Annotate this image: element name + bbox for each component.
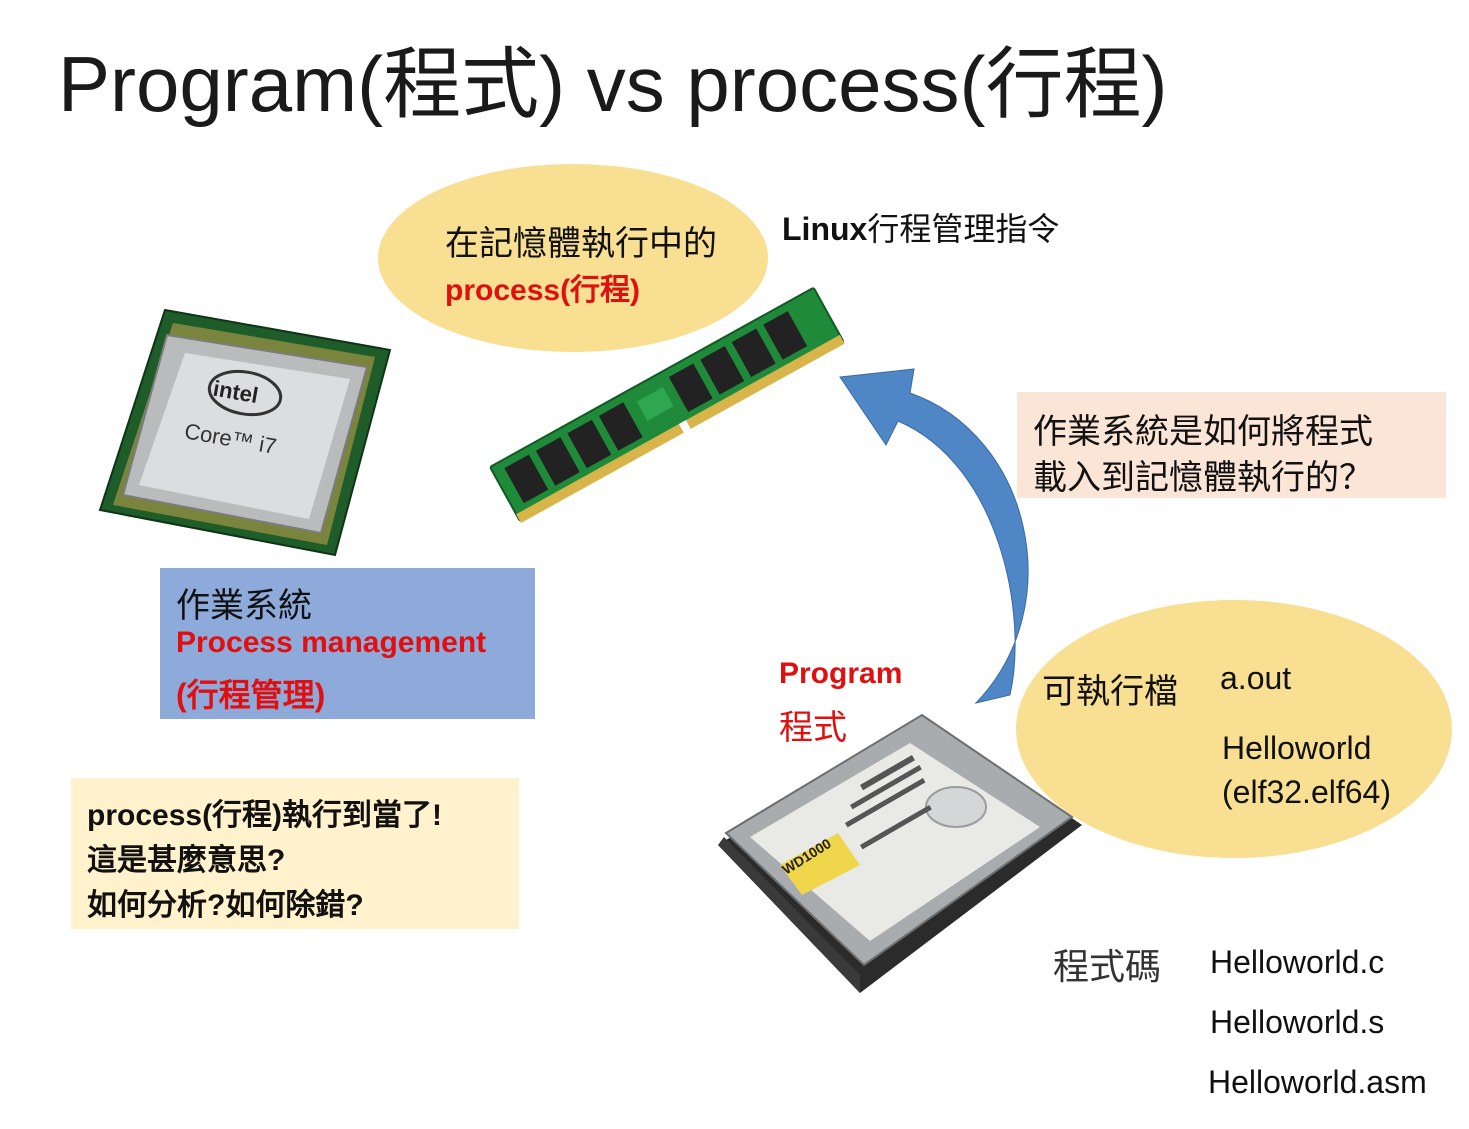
source-label: 程式碼 <box>1053 946 1162 987</box>
os-box-line1: 作業系統 <box>176 587 312 625</box>
warning-line3: 如何分析?如何除錯? <box>87 889 364 922</box>
os-box <box>160 568 535 719</box>
page-title: Program(程式) vs process(行程) <box>58 40 1168 128</box>
program-label-zh: 程式 <box>779 709 847 747</box>
question-line2: 載入到記憶體執行的？ <box>1033 459 1373 497</box>
warning-line1: process(行程)執行到當了! <box>87 799 443 832</box>
os-box-line3: (行程管理) <box>176 677 326 713</box>
ram-module-image <box>489 287 845 523</box>
linux-label-rest: 行程管理指令 <box>867 211 1060 247</box>
linux-commands-label: Linux行程管理指令 <box>782 204 1059 250</box>
linux-label-bold: Linux <box>782 211 868 247</box>
cpu-chip-image: intel Core™ i7 <box>98 308 392 557</box>
program-label-en: Program <box>779 657 903 690</box>
load-arrow-icon <box>839 368 1029 704</box>
question-box <box>1017 392 1446 498</box>
hard-disk-image: WD1000 <box>718 713 1082 993</box>
executable-aout: a.out <box>1220 660 1292 696</box>
executable-format: (elf32.elf64) <box>1222 774 1391 810</box>
question-line1: 作業系統是如何將程式 <box>1033 413 1373 451</box>
executable-bubble <box>1016 600 1452 858</box>
warning-line2: 這是甚麼意思? <box>87 844 286 877</box>
memory-bubble <box>378 164 768 352</box>
warning-box <box>71 778 519 929</box>
source-file-c: Helloworld.c <box>1210 944 1385 980</box>
memory-bubble-line1: 在記憶體執行中的 <box>445 225 717 263</box>
source-file-asm: Helloworld.asm <box>1208 1064 1427 1100</box>
executable-label: 可執行檔 <box>1042 673 1178 711</box>
executable-helloworld: Helloworld <box>1222 730 1372 766</box>
memory-bubble-line2: process(行程) <box>445 274 641 307</box>
source-file-s: Helloworld.s <box>1210 1004 1385 1040</box>
os-box-line2: Process management <box>176 626 487 659</box>
